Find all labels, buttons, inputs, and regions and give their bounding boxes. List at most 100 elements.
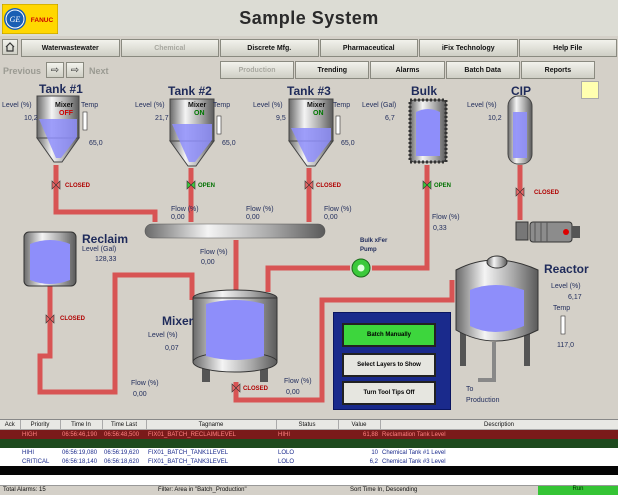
status-sort: Sort Time In, Descending xyxy=(350,487,418,493)
tank1-title: Tank #1 xyxy=(39,82,83,96)
alarm-cell-priority xyxy=(20,439,60,448)
alarm-cell-time-last xyxy=(102,439,146,448)
alarm-cell-tag: FIX01_BATCH_RECLAIMLEVEL xyxy=(148,431,236,438)
mixer-flow-label: Flow (%) xyxy=(284,378,312,385)
tank3-flow-value: 0,00 xyxy=(324,214,338,221)
bulk-tank xyxy=(408,98,448,164)
tank2-temp-value: 65,0 xyxy=(222,140,236,147)
alarm-cell-tag: FIX01_BATCH_TANK3LEVEL xyxy=(148,458,229,465)
reactor-temp-value: 117,0 xyxy=(557,342,574,349)
alarm-cell-status: HIHI xyxy=(278,431,290,438)
tank-2 xyxy=(169,98,215,167)
header-flow-label: Flow (%) xyxy=(200,249,228,256)
alarm-cell-priority: HIHI xyxy=(22,449,34,456)
alarm-cell-time-last: 06:56:19,620 xyxy=(104,449,140,456)
pump-icon xyxy=(351,258,371,278)
tank1-valve-state: CLOSED xyxy=(65,183,91,189)
tab-reports[interactable]: Reports xyxy=(520,61,595,79)
tank1-flow-label: Flow (%) xyxy=(171,206,199,213)
forward-button[interactable]: ⇨ xyxy=(66,62,84,78)
reclaim-flow-value: 0,00 xyxy=(133,391,147,398)
alarm-cell-priority: HIGH xyxy=(22,431,37,438)
alarm-cell-value: 6,2 xyxy=(369,458,378,465)
reactor-temp-label: Temp xyxy=(553,305,571,312)
reclaim-level-value: 128,33 xyxy=(95,256,117,263)
alarm-cell-desc xyxy=(380,466,618,475)
tool-tips-button[interactable]: Turn Tool Tips Off xyxy=(342,381,436,405)
alarm-cell-desc xyxy=(380,439,618,448)
home-button[interactable] xyxy=(2,39,18,55)
pipe-mixer-out xyxy=(233,280,455,403)
thermometer-icon xyxy=(335,115,341,135)
alarm-cell-time-last xyxy=(102,466,146,475)
cip-level-label: Level (%) xyxy=(467,102,497,109)
tank3-level-label: Level (%) xyxy=(253,102,283,109)
nav-button-waterwastewater[interactable]: Waterwastewater xyxy=(21,39,120,57)
alarm-cell-time-in xyxy=(60,439,102,448)
back-button[interactable]: ⇨ xyxy=(46,62,64,78)
alarm-cell-status xyxy=(276,439,338,448)
alarm-column-header[interactable]: Status xyxy=(276,420,339,430)
alarm-cell-desc: Chemical Tank #3 Level xyxy=(382,458,446,465)
tank1-flow-value: 0,00 xyxy=(171,214,185,221)
tank-3 xyxy=(288,98,334,167)
highlight-button[interactable] xyxy=(581,81,599,99)
tank2-flow-value: 0,00 xyxy=(246,214,260,221)
alarm-column-header[interactable]: Ack xyxy=(0,420,21,430)
mixer-level-label: Level (%) xyxy=(148,332,178,339)
alarm-column-header[interactable]: Value xyxy=(338,420,381,430)
tab-batch-data[interactable]: Batch Data xyxy=(445,61,520,79)
tank2-mixer-state: ON xyxy=(194,110,205,117)
control-panel: Batch Manually Select Layers to Show Tur… xyxy=(333,312,451,410)
mixer-valve-state: CLOSED xyxy=(243,386,269,392)
alarm-column-header[interactable]: Time Last xyxy=(102,420,147,430)
alarm-cell-ack xyxy=(0,430,20,440)
tank2-title: Tank #2 xyxy=(168,84,212,98)
alarm-column-header[interactable]: Time In xyxy=(60,420,103,430)
valve-icon xyxy=(422,180,432,190)
alarm-row[interactable] xyxy=(0,466,618,475)
reclaim-valve-state: CLOSED xyxy=(60,316,86,322)
batch-manually-button[interactable]: Batch Manually xyxy=(342,323,436,347)
tank3-flow-label: Flow (%) xyxy=(324,206,352,213)
thermometer-icon xyxy=(216,115,222,135)
header-pipe xyxy=(144,223,326,239)
page-title: Sample System xyxy=(239,8,379,28)
nav-button-chemical[interactable]: Chemical xyxy=(120,39,219,57)
nav-button-help-file[interactable]: Help File xyxy=(518,39,617,57)
tab-alarms[interactable]: Alarms xyxy=(370,61,445,79)
reactor-level-value: 6,17 xyxy=(568,294,582,301)
forward-arrow-icon: ⇨ xyxy=(70,64,80,76)
alarm-cell-time-last: 06:56:18,620 xyxy=(104,458,140,465)
alarm-cell-status xyxy=(276,466,338,475)
alarm-column-header[interactable]: Priority xyxy=(20,420,61,430)
pipe-reclaim xyxy=(37,272,195,395)
back-arrow-icon: ⇨ xyxy=(50,64,60,76)
nav-button-discrete-mfg[interactable]: Discrete Mfg. xyxy=(220,39,319,57)
tab-production[interactable]: Production xyxy=(220,61,295,79)
alarm-row[interactable] xyxy=(0,439,618,448)
cip-title: CIP xyxy=(511,84,532,98)
cip-level-value: 10,2 xyxy=(488,115,502,122)
bulk-flow-value: 0,33 xyxy=(433,225,447,232)
status-filter: Filter: Area in "Batch_Production" xyxy=(158,487,247,493)
nav-button-ifix-technology[interactable]: iFix Technology xyxy=(419,39,518,57)
alarm-column-header[interactable]: Tagname xyxy=(146,420,277,430)
alarm-column-header[interactable]: Description xyxy=(380,420,618,430)
nav-button-pharmaceutical[interactable]: Pharmaceutical xyxy=(319,39,418,57)
alarm-cell-value xyxy=(338,466,380,475)
status-run: Run xyxy=(538,486,618,495)
reclaim-tank xyxy=(23,231,77,287)
tab-trending[interactable]: Trending xyxy=(295,61,370,79)
home-icon xyxy=(5,42,15,52)
mixer-flow-value: 0,00 xyxy=(286,389,300,396)
select-layers-button[interactable]: Select Layers to Show xyxy=(342,353,436,377)
process-diagram xyxy=(23,95,580,403)
header-flow-value: 0,00 xyxy=(201,259,215,266)
reactor-vessel xyxy=(455,255,539,382)
